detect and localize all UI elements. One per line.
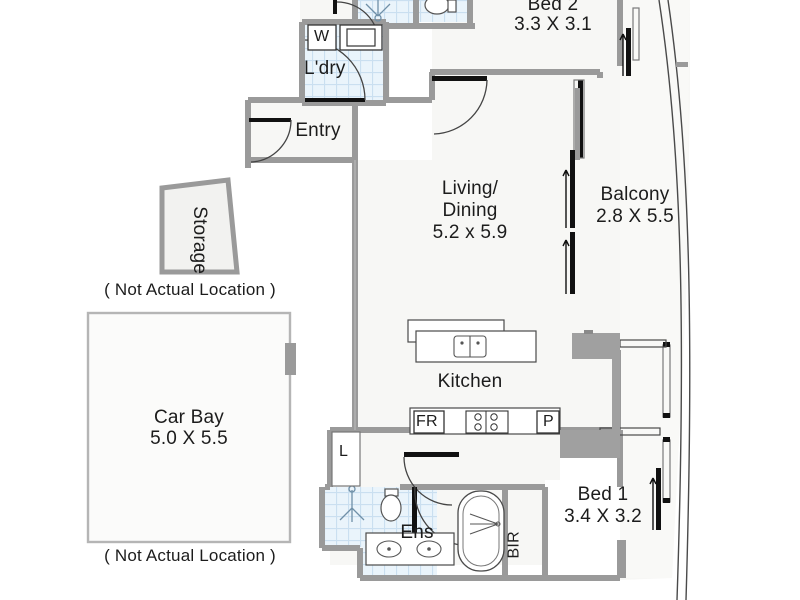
room-label-living-dim: 5.2 x 5.9: [432, 222, 508, 243]
room-label-bed2-name: Bed 2: [527, 0, 579, 15]
doors: [249, 0, 488, 546]
room-label-carbay-dim: 5.0 X 5.5: [150, 428, 228, 449]
hall-door: [403, 452, 459, 506]
laundry-fixtures: [307, 24, 383, 51]
room-label-bed1-dim: 3.4 X 3.2: [564, 506, 642, 527]
top-bathroom-fixtures: [365, 0, 457, 22]
ensuite-fixtures: [331, 431, 505, 572]
wall-stubs: [575, 62, 688, 578]
bed2-door: [432, 76, 488, 135]
entry-door: [249, 118, 292, 163]
storage-shape: [159, 177, 240, 275]
room-label-balcony-dim: 2.8 X 5.5: [596, 206, 674, 227]
kitchen-fixtures: [407, 319, 561, 435]
room-label-entry: Entry: [295, 120, 341, 141]
balcony-wall-stubs: [430, 0, 623, 78]
room-label-bed2-dim: 3.3 X 3.1: [514, 14, 592, 35]
room-label-ensuite: Ens: [400, 522, 434, 543]
room-label-dining-name: Dining: [442, 200, 498, 221]
fixture-label-fridge: FR: [416, 413, 438, 430]
room-label-living-name: Living/: [441, 178, 499, 199]
car-bay-shape: [86, 311, 296, 544]
room-label-balcony-name: Balcony: [600, 184, 670, 205]
carbay-location-note: ( Not Actual Location ): [104, 546, 276, 565]
room-label-kitchen: Kitchen: [437, 371, 503, 392]
fixture-label-linen: L: [339, 443, 349, 460]
room-label-carbay-name: Car Bay: [153, 407, 225, 428]
fixture-label-robe: BIR: [505, 531, 523, 559]
room-label-bed1-name: Bed 1: [577, 484, 629, 505]
fixture-label-washer: W: [314, 28, 330, 45]
room-label-laundry: L'dry: [304, 58, 346, 79]
fixture-label-pantry: P: [543, 413, 554, 430]
sliding-doors: [562, 7, 671, 530]
service-units: [560, 330, 620, 458]
storage-location-note: ( Not Actual Location ): [104, 280, 276, 299]
